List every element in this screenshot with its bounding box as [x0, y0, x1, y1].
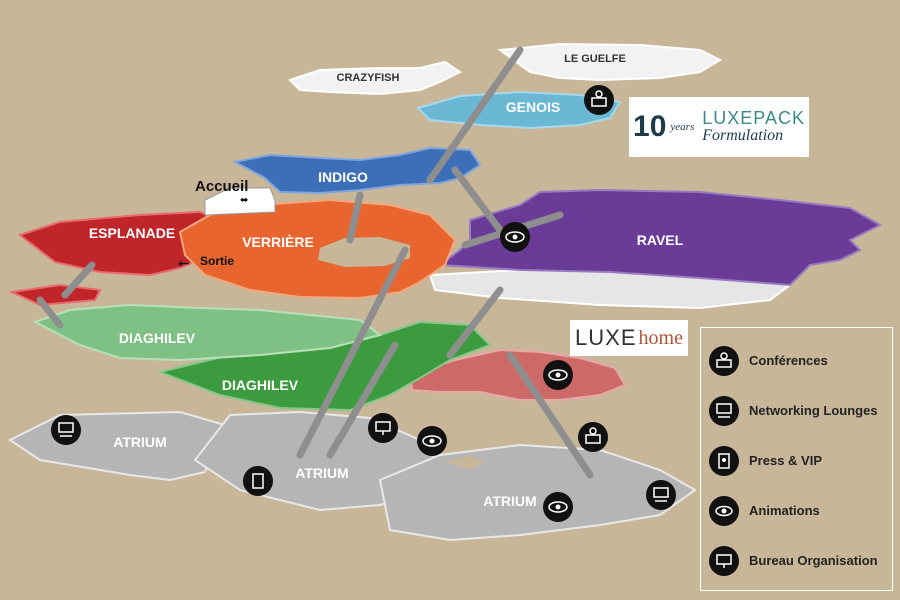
- legend-label: Animations: [749, 503, 820, 518]
- press-vip-icon: [709, 446, 739, 476]
- networking-lounge-icon: [709, 396, 739, 426]
- conference-icon: [578, 422, 608, 452]
- ravel-floor[interactable]: [428, 188, 883, 310]
- luxehome-b: home: [638, 326, 683, 349]
- indigo-floor[interactable]: [232, 146, 482, 195]
- animation-eye-icon: [417, 426, 447, 456]
- verriere-floor[interactable]: [178, 198, 457, 300]
- esplanade-floor[interactable]: [8, 210, 232, 307]
- animation-eye-icon: [500, 222, 530, 252]
- luxehome-a: LUXE: [575, 325, 637, 350]
- sortie-sign: Sortie: [200, 254, 235, 268]
- accueil-booth: ⬌: [204, 187, 276, 216]
- luxepack-ten: 10: [633, 110, 667, 143]
- legend-label: Networking Lounges: [749, 403, 878, 418]
- luxepack-years: years: [670, 121, 695, 133]
- animation-eye-icon: [543, 360, 573, 390]
- indigo-label: INDIGO: [318, 169, 368, 185]
- legend-item-press-vip[interactable]: Press & VIP: [709, 436, 884, 486]
- diaghilev-lower-label: DIAGHILEV: [222, 377, 299, 393]
- sortie-arrow-icon: ←: [178, 256, 190, 272]
- svg-text:←: ←: [178, 256, 190, 272]
- legend-label: Bureau Organisation: [749, 553, 878, 568]
- luxepack-bottom: Formulation: [702, 127, 784, 144]
- bureau-monitor-icon: [368, 413, 398, 443]
- animation-eye-icon: [543, 492, 573, 522]
- ravel-label: RAVEL: [637, 232, 684, 248]
- map-icons[interactable]: [51, 85, 676, 522]
- svg-text:⬌: ⬌: [240, 195, 248, 206]
- bureau-monitor-icon: [709, 546, 739, 576]
- legend-label: Conférences: [749, 353, 828, 368]
- legend-item-conferences[interactable]: Conférences: [709, 336, 884, 386]
- conference-icon: [709, 346, 739, 376]
- legend-label: Press & VIP: [749, 453, 822, 468]
- networking-lounge-icon: [51, 415, 81, 445]
- le-guelfe-floor[interactable]: [497, 42, 723, 82]
- atrium-left-label: ATRIUM: [113, 434, 166, 450]
- luxepack-name: LUXEPACK Formulation: [702, 109, 805, 145]
- le-guelfe-label: LE GUELFE: [564, 53, 626, 65]
- legend-item-bureau[interactable]: Bureau Organisation: [709, 536, 884, 586]
- atrium-right-label: ATRIUM: [483, 493, 536, 509]
- crazyfish-label: CRAZYFISH: [337, 72, 400, 84]
- conference-icon: [584, 85, 614, 115]
- luxehome-logo: LUXE home: [570, 320, 688, 356]
- diaghilev-upper-label: DIAGHILEV: [119, 330, 196, 346]
- escalators: [36, 46, 594, 479]
- luxepack-top: LUXEPACK: [702, 108, 805, 128]
- rose-floor[interactable]: [408, 348, 627, 401]
- press-vip-icon: [243, 466, 273, 496]
- verriere-label: VERRIÈRE: [242, 234, 314, 250]
- atrium-center-label: ATRIUM: [295, 465, 348, 481]
- diaghilev-upper-floor[interactable]: [32, 303, 383, 362]
- legend-item-animations[interactable]: Animations: [709, 486, 884, 536]
- accueil-sign: Accueil: [195, 178, 249, 195]
- esplanade-label: ESPLANADE: [89, 225, 175, 241]
- crazyfish-floor[interactable]: [288, 60, 462, 96]
- animation-eye-icon: [709, 496, 739, 526]
- legend-item-networking[interactable]: Networking Lounges: [709, 386, 884, 436]
- genois-label: GENOIS: [506, 99, 560, 115]
- map-legend: Conférences Networking Lounges Press & V…: [700, 327, 893, 591]
- networking-lounge-icon: [646, 480, 676, 510]
- luxepack-formulation-logo: 10 years LUXEPACK Formulation: [629, 97, 809, 157]
